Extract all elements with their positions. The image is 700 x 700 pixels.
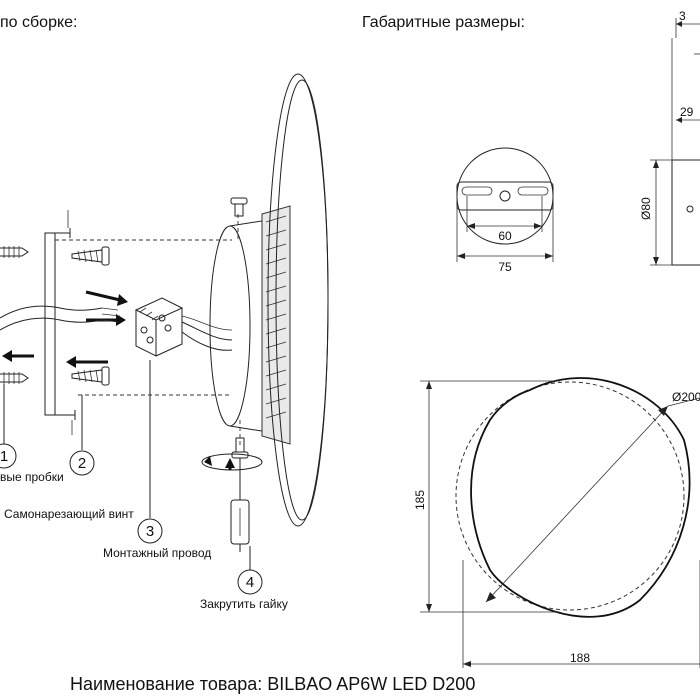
- callout-4-number: 4: [246, 574, 254, 591]
- dim-top-right-a: 3: [679, 9, 686, 23]
- nut: [230, 499, 250, 552]
- arrow-wires-upper: [85, 290, 128, 306]
- arrow-lower-plug: [2, 350, 34, 362]
- top-screw: [230, 197, 248, 217]
- internal-wires: [181, 315, 233, 351]
- callout-4-label: Закрутить гайку: [200, 597, 288, 611]
- dim-width: 188: [570, 651, 590, 665]
- screw-lower: [71, 366, 110, 386]
- dim-bracket-inner: 60: [498, 229, 512, 243]
- dim-height: 185: [413, 490, 427, 510]
- dimensions-heading: Габаритные размеры:: [362, 14, 525, 31]
- mains-cable: [0, 305, 121, 331]
- shade-disc: [267, 73, 329, 527]
- dim-shade-diameter: Ø200: [672, 390, 700, 404]
- callout-4: 4 Закрутить гайку: [200, 546, 288, 611]
- callout-1-label: вые пробки: [0, 470, 64, 484]
- shade-outline: [470, 377, 691, 618]
- wall-bracket: [44, 210, 76, 435]
- product-name: Наименование товара: BILBAO AP6W LED D20…: [70, 674, 475, 694]
- callout-1-number: 1: [0, 448, 8, 465]
- wall-plug-upper: [0, 246, 29, 258]
- callout-2-label: Самонарезающий винт: [4, 507, 134, 521]
- luminaire-body: [209, 219, 269, 433]
- callout-3-label: Монтажный провод: [103, 546, 211, 560]
- callout-3: 3 Монтажный провод: [103, 360, 211, 560]
- dim-top-right-b: 29: [680, 105, 694, 119]
- assembly-heading: по сборке:: [0, 14, 78, 31]
- wall-plug-lower: [0, 372, 29, 384]
- arrow-lower-screw: [66, 356, 108, 368]
- assembly-view: 1 вые пробки 2 Самонарезающий винт 3 Мон…: [0, 73, 329, 611]
- rotation-arrow: [201, 453, 263, 471]
- callout-2-number: 2: [78, 455, 86, 472]
- callout-1: 1 вые пробки: [0, 384, 64, 484]
- callout-3-number: 3: [146, 523, 154, 540]
- terminal-block: [134, 297, 184, 357]
- shade-front-view: Ø200 185 188: [413, 377, 700, 668]
- screw-upper: [71, 246, 110, 266]
- side-view: 3 29 Ø80: [639, 9, 700, 266]
- bracket-view: 60 75: [456, 147, 554, 274]
- callout-2: 2 Самонарезающий винт: [4, 395, 134, 521]
- dim-bracket-outer: 75: [498, 260, 512, 274]
- dim-side-diameter: Ø80: [639, 197, 653, 220]
